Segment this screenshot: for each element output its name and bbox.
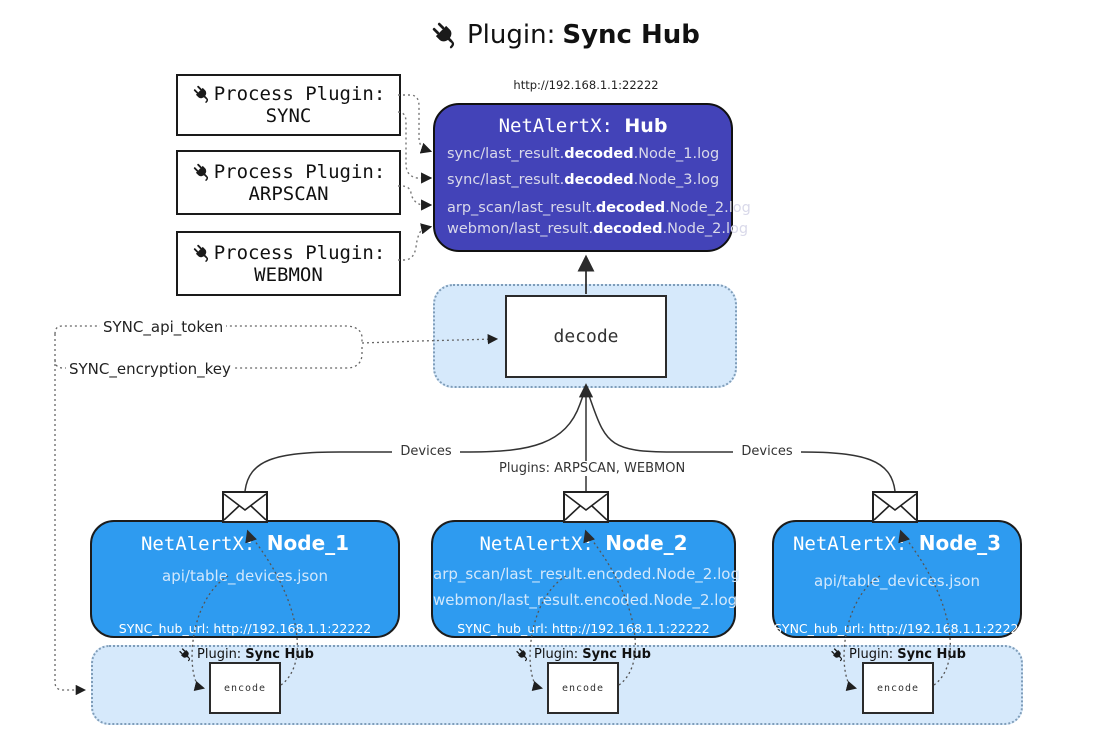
encode-box-2: encode [547, 662, 619, 714]
plug-icon [192, 243, 212, 263]
process-plugin-webmon-box: Process Plugin: WEBMON [176, 231, 401, 296]
node-line: api/table_devices.json [162, 567, 328, 585]
envelope-icons [222, 491, 918, 523]
title-name: Sync Hub [562, 20, 700, 50]
node-2-box: NetAlertX: Node_2 arp_scan/last_result.e… [431, 520, 740, 638]
process-plugin-sync-box: Process Plugin: SYNC [176, 74, 401, 136]
plug-icon [830, 647, 845, 662]
hub-log-line: sync/last_result.decoded.Node_3.log [447, 172, 720, 188]
process-plugin-arpscan-box: Process Plugin: ARPSCAN [176, 150, 401, 215]
node-1-box: NetAlertX: Node_1 api/table_devices.json… [90, 520, 400, 638]
plug-icon [178, 647, 193, 662]
encode-box-3: encode [862, 662, 934, 714]
devices-right-label: Devices [733, 444, 801, 459]
node-title: NetAlertX: Node_1 [140, 531, 350, 555]
plugins-edge-label: Plugins: ARPSCAN, WEBMON [496, 461, 685, 476]
node-line: api/table_devices.json [814, 572, 980, 590]
process-plugin-label: Process Plugin: [213, 160, 386, 183]
plugin-to-hub-links [397, 94, 433, 261]
sync-api-token-label: SYNC_api_token [100, 318, 227, 336]
plug-icon [515, 647, 530, 662]
title-prefix: Plugin: [467, 20, 556, 50]
hub-title: NetAlertX: Hub [498, 115, 668, 137]
page-title: Plugin: Sync Hub [430, 16, 750, 54]
hub-log-line: sync/last_result.decoded.Node_1.log [447, 146, 720, 162]
plug-icon [192, 162, 212, 182]
process-plugin-label: Process Plugin: [213, 241, 386, 264]
node-line: arp_scan/last_result.encoded.Node_2.log [433, 565, 740, 583]
encoder-1-label: Plugin:Sync Hub [156, 646, 336, 662]
process-plugin-name: ARPSCAN [248, 182, 329, 205]
node-hub-url: SYNC_hub_url: http://192.168.1.1:22222 [774, 621, 1027, 636]
process-plugin-name: SYNC [265, 105, 312, 127]
hub-url: http://192.168.1.1:22222 [513, 78, 659, 92]
plug-icon [192, 84, 212, 104]
process-plugin-label: Process Plugin: [213, 83, 386, 105]
node-title: NetAlertX: Node_3 [792, 531, 1002, 555]
hub-log-line: arp_scan/last_result.decoded.Node_2.log [447, 200, 751, 216]
node-line: webmon/last_result.encoded.Node_2.log [433, 591, 738, 609]
decode-box: decode [505, 295, 667, 378]
node-hub-url: SYNC_hub_url: http://192.168.1.1:22222 [457, 621, 710, 636]
node-3-box: NetAlertX: Node_3 api/table_devices.json… [772, 520, 1027, 638]
hub-log-line: webmon/last_result.decoded.Node_2.log [447, 221, 749, 237]
devices-left-label: Devices [392, 444, 460, 459]
plug-icon [430, 20, 460, 50]
hub-box: NetAlertX: Hub sync/last_result.decoded.… [433, 103, 751, 252]
process-plugin-name: WEBMON [254, 263, 323, 286]
encoder-2-label: Plugin:Sync Hub [493, 646, 673, 662]
encoder-3-label: Plugin:Sync Hub [808, 646, 988, 662]
node-hub-url: SYNC_hub_url: http://192.168.1.1:22222 [118, 621, 372, 636]
node-title: NetAlertX: Node_2 [479, 531, 688, 555]
sync-encryption-key-label: SYNC_encryption_key [66, 360, 234, 378]
encode-box-1: encode [209, 662, 281, 714]
